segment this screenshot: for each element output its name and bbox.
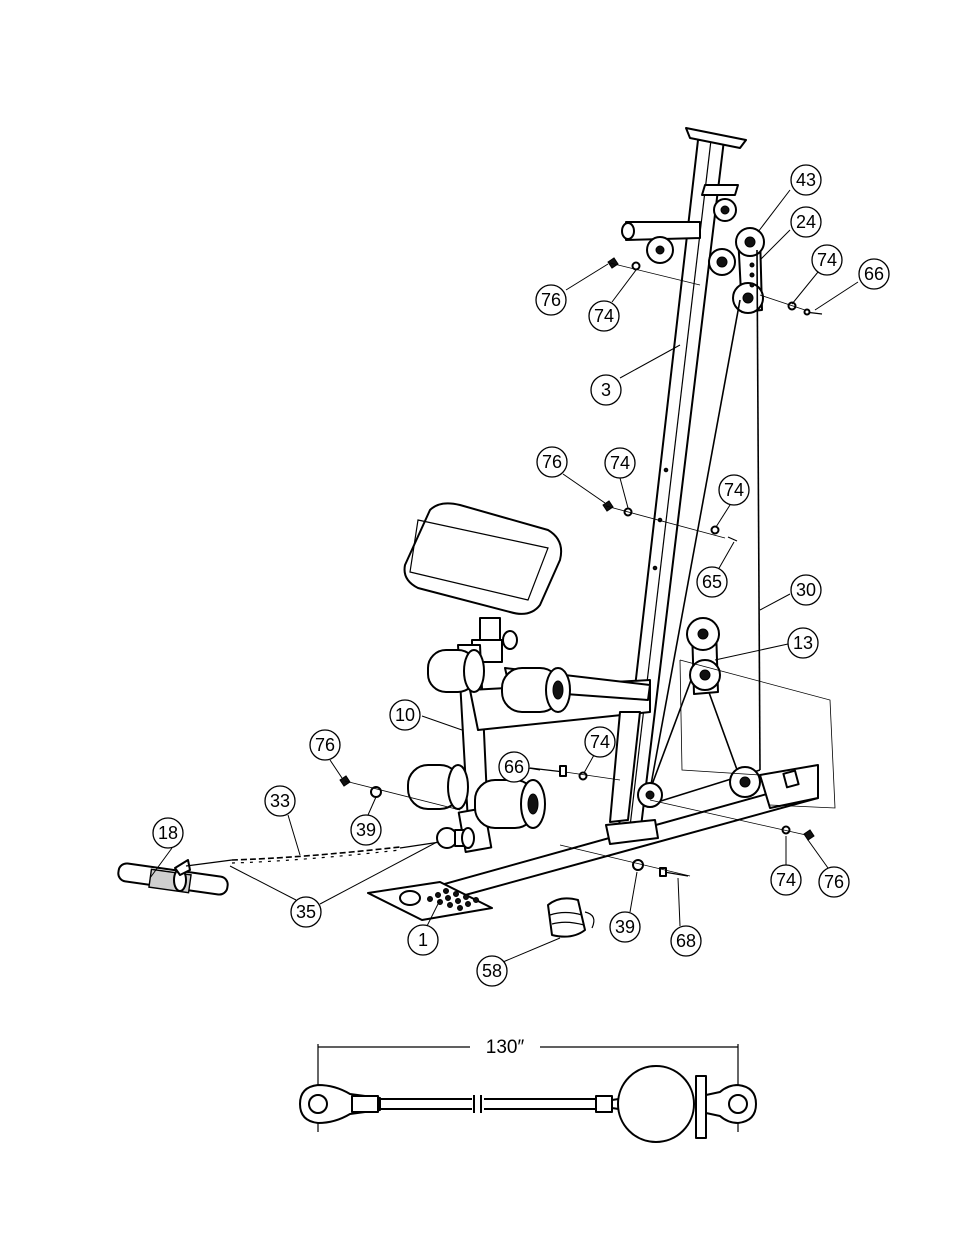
arm-curl-pad (403, 502, 563, 663)
svg-text:33: 33 (270, 791, 290, 811)
callout-33: 33 (264, 785, 296, 817)
svg-text:35: 35 (296, 902, 316, 922)
svg-text:10: 10 (395, 705, 415, 725)
callout-30: 30 (790, 574, 822, 606)
callout-68: 68 (670, 925, 702, 957)
callout-74: 74 (718, 474, 750, 506)
ankle-strap (547, 897, 595, 938)
callout-58: 58 (476, 955, 508, 987)
swivel-pulley-plate (732, 227, 765, 314)
svg-text:30: 30 (796, 580, 816, 600)
svg-text:39: 39 (356, 820, 376, 840)
svg-text:58: 58 (482, 961, 502, 981)
callout-76: 76 (309, 729, 341, 761)
cable-length-detail: 130″ (299, 1037, 757, 1143)
callout-76: 76 (535, 284, 567, 316)
svg-text:74: 74 (610, 453, 630, 473)
callout-76: 76 (818, 866, 850, 898)
foam-rollers (407, 649, 571, 829)
callout-24: 24 (790, 206, 822, 238)
svg-text:18: 18 (158, 823, 178, 843)
base-frame (367, 764, 819, 921)
callout-74: 74 (588, 300, 620, 332)
callout-66: 66 (858, 258, 890, 290)
callout-65: 65 (696, 566, 728, 598)
callout-76: 76 (536, 446, 568, 478)
callout-3: 3 (590, 374, 622, 406)
chain (185, 841, 441, 867)
callout-13: 13 (787, 627, 819, 659)
callout-10: 10 (389, 699, 421, 731)
hardware (339, 257, 823, 877)
svg-text:74: 74 (724, 480, 744, 500)
svg-text:1: 1 (418, 930, 428, 950)
machine-assembly (117, 127, 836, 938)
svg-text:66: 66 (864, 264, 884, 284)
callout-18: 18 (152, 817, 184, 849)
callout-labels: 43 24 74 66 76 74 3 76 74 74 65 30 13 10… (152, 164, 890, 987)
callout-74: 74 (811, 244, 843, 276)
leader-lines (149, 189, 859, 963)
foot-plate-holes (427, 888, 479, 911)
svg-text:65: 65 (702, 572, 722, 592)
svg-text:76: 76 (315, 735, 335, 755)
svg-text:3: 3 (601, 380, 611, 400)
callout-39: 39 (609, 911, 641, 943)
callout-1: 1 (407, 924, 439, 956)
svg-text:76: 76 (824, 872, 844, 892)
svg-text:13: 13 (793, 633, 813, 653)
svg-text:43: 43 (796, 170, 816, 190)
callout-74: 74 (604, 447, 636, 479)
callout-74: 74 (584, 726, 616, 758)
cable-ball-end (436, 827, 475, 849)
callout-66: 66 (498, 751, 530, 783)
weight-guard-outline (679, 659, 836, 809)
floating-pulley-bracket (686, 617, 721, 695)
top-pulley-bracket (621, 198, 737, 276)
svg-text:68: 68 (676, 931, 696, 951)
svg-text:76: 76 (542, 452, 562, 472)
curl-handle (117, 859, 229, 896)
callout-35: 35 (290, 896, 322, 928)
callout-39: 39 (350, 814, 382, 846)
svg-text:24: 24 (796, 212, 816, 232)
svg-text:74: 74 (776, 870, 796, 890)
svg-text:74: 74 (590, 732, 610, 752)
callout-74: 74 (770, 864, 802, 896)
upright-column (605, 127, 747, 845)
svg-text:39: 39 (615, 917, 635, 937)
svg-text:66: 66 (504, 757, 524, 777)
svg-text:74: 74 (817, 250, 837, 270)
svg-text:74: 74 (594, 306, 614, 326)
cable-length-label: 130″ (486, 1037, 525, 1058)
svg-text:76: 76 (541, 290, 561, 310)
callout-43: 43 (790, 164, 822, 196)
